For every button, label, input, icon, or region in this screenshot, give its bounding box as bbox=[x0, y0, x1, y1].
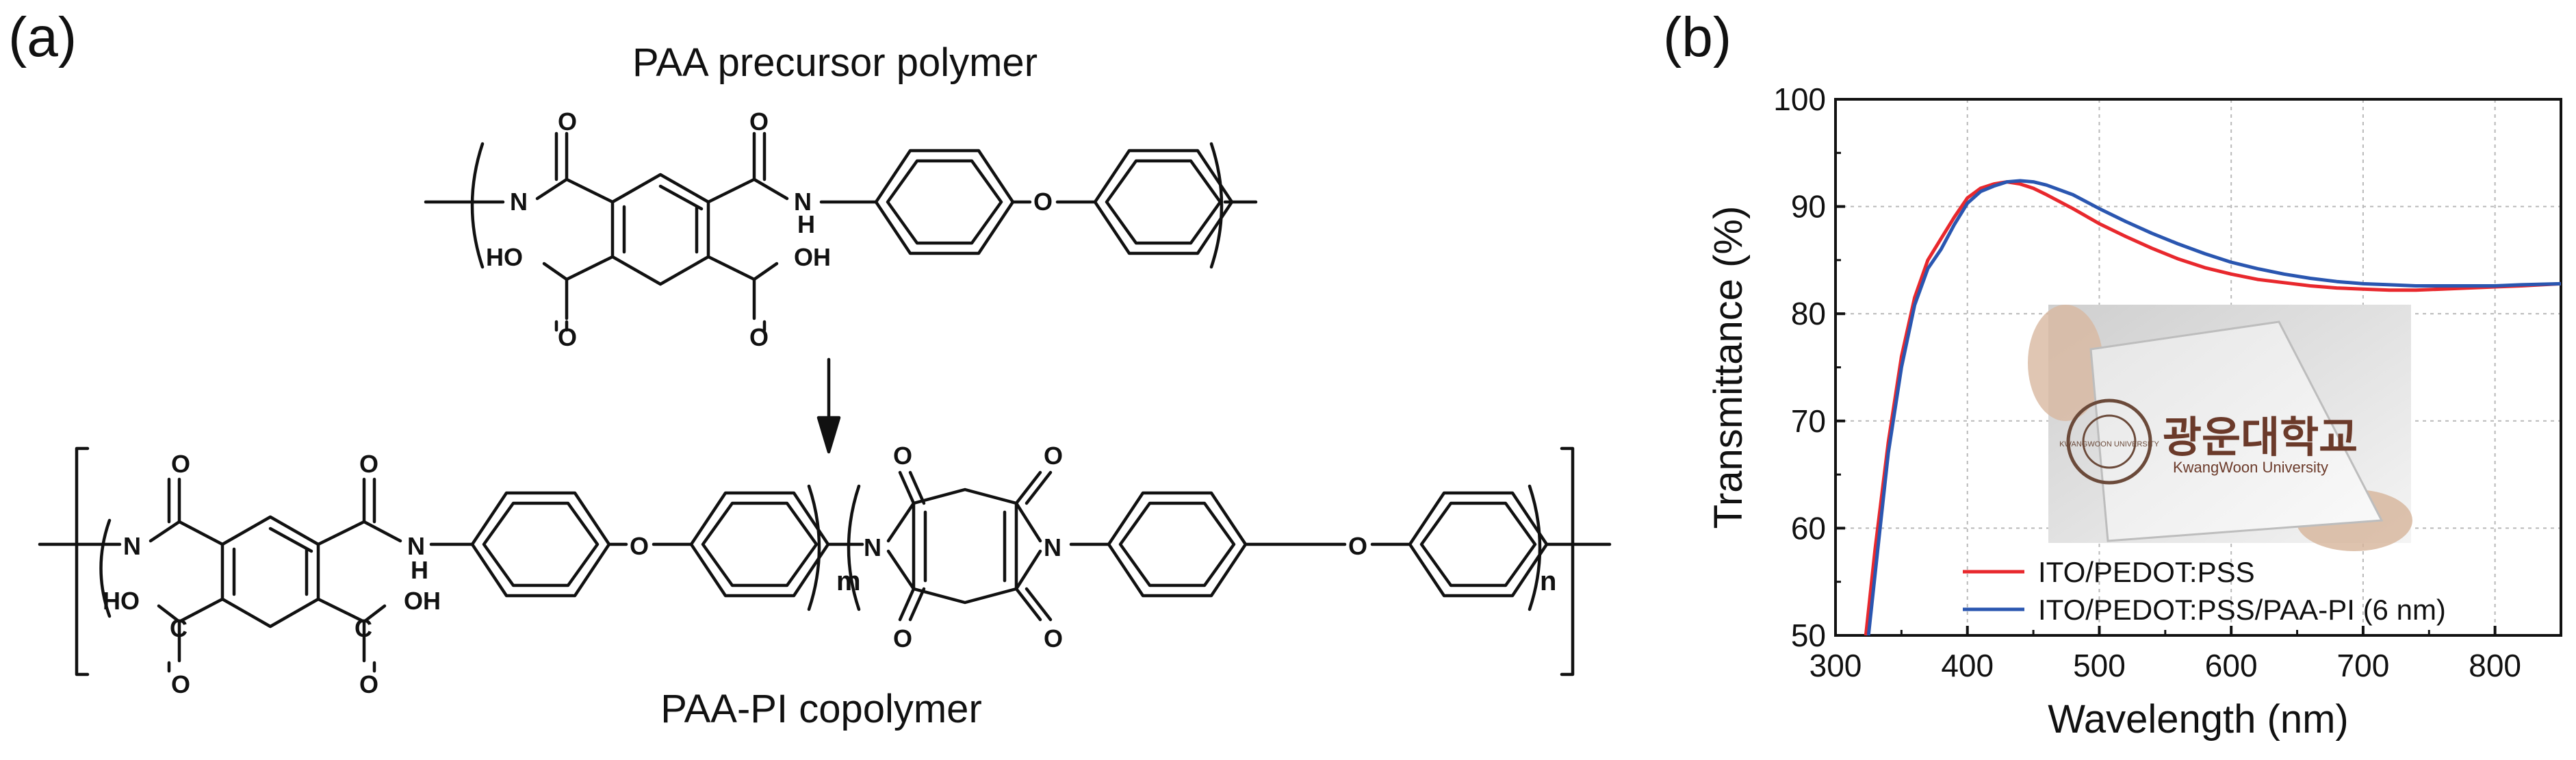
subscript-n: n bbox=[1540, 566, 1556, 596]
university-seal bbox=[2066, 398, 2152, 485]
atom-n: N bbox=[1044, 533, 1061, 561]
atom-c: C bbox=[170, 614, 188, 642]
atom-c: C bbox=[355, 614, 372, 642]
atom-n: N bbox=[407, 532, 425, 560]
y-axis-label: Transmittance (%) bbox=[1706, 206, 1751, 529]
x-tick-label: 700 bbox=[2337, 648, 2390, 683]
series-line-2 bbox=[1866, 179, 2562, 636]
atom-ho: HO bbox=[103, 587, 140, 615]
transparent-film bbox=[2089, 320, 2384, 542]
atom-o: O bbox=[1033, 188, 1053, 216]
y-tick-label: 90 bbox=[1791, 189, 1826, 225]
atom-o: O bbox=[893, 442, 912, 470]
atom-oh: OH bbox=[794, 243, 831, 271]
x-axis-label: Wavelength (nm) bbox=[2048, 697, 2348, 742]
chart-legend: ITO/PEDOT:PSS ITO/PEDOT:PSS/PAA-PI (6 nm) bbox=[1963, 556, 2446, 626]
panel-b-label: (b) bbox=[1663, 6, 1732, 68]
x-tick-label: 400 bbox=[1941, 648, 1994, 683]
legend-label: ITO/PEDOT:PSS/PAA-PI (6 nm) bbox=[2038, 594, 2446, 626]
atom-o: O bbox=[893, 624, 912, 653]
atom-o: O bbox=[558, 323, 577, 351]
atom-n: N bbox=[794, 188, 812, 216]
atom-o: O bbox=[359, 670, 378, 698]
x-tick-label: 800 bbox=[2469, 648, 2521, 683]
subscript-m: m bbox=[836, 566, 861, 596]
chart-ticks: 300 400 500 600 700 800 50 60 70 80 90 100 bbox=[1773, 81, 2521, 683]
korean-university-name: 광운대학교 bbox=[2163, 414, 2358, 461]
x-tick-label: 600 bbox=[2205, 648, 2258, 683]
atom-ho: HO bbox=[486, 243, 523, 271]
y-tick-label: 70 bbox=[1791, 403, 1826, 439]
paa-precursor-structure bbox=[424, 131, 1258, 332]
atom-oh: OH bbox=[404, 587, 441, 615]
atom-n: N bbox=[864, 533, 881, 561]
atom-o: O bbox=[558, 107, 577, 136]
atom-o: O bbox=[749, 107, 769, 136]
seal-text: KWANGWOON UNIVERSITY bbox=[2059, 440, 2159, 448]
y-tick-label: 60 bbox=[1791, 510, 1826, 546]
series-line-1 bbox=[1864, 180, 2562, 636]
paa-pi-copolymer-structure bbox=[38, 446, 1612, 676]
y-tick-label: 50 bbox=[1791, 618, 1826, 653]
x-tick-label: 300 bbox=[1809, 648, 1862, 683]
atom-o: O bbox=[171, 670, 190, 698]
atom-n: N bbox=[123, 532, 141, 560]
english-university-name: KwangWoon University bbox=[2173, 459, 2328, 476]
x-tick-label: 500 bbox=[2073, 648, 2126, 683]
atom-n: N bbox=[510, 188, 528, 216]
y-tick-label: 80 bbox=[1791, 296, 1826, 331]
precursor-caption: PAA precursor polymer bbox=[632, 40, 1038, 85]
atom-o: O bbox=[1044, 624, 1063, 653]
finger bbox=[2028, 305, 2103, 421]
panel-a-label: (a) bbox=[8, 6, 77, 68]
chart-series bbox=[1864, 179, 2562, 636]
y-tick-label: 100 bbox=[1773, 81, 1826, 117]
inset-photo: KWANGWOON UNIVERSITY 광운대학교 KwangWoon Uni… bbox=[2028, 305, 2412, 551]
atom-h: H bbox=[411, 556, 428, 584]
chemical-structure-diagram: O O N N H HO OH O O O O O N N H HO OH C … bbox=[38, 107, 1612, 698]
atom-o: O bbox=[630, 532, 649, 560]
atom-o: O bbox=[749, 323, 769, 351]
copolymer-caption: PAA-PI copolymer bbox=[660, 687, 982, 731]
atom-o: O bbox=[171, 450, 190, 478]
atom-h: H bbox=[797, 210, 815, 238]
atom-o: O bbox=[1044, 442, 1063, 470]
legend-label: ITO/PEDOT:PSS bbox=[2038, 556, 2255, 588]
atom-o: O bbox=[359, 450, 378, 478]
atom-o: O bbox=[1348, 532, 1367, 560]
